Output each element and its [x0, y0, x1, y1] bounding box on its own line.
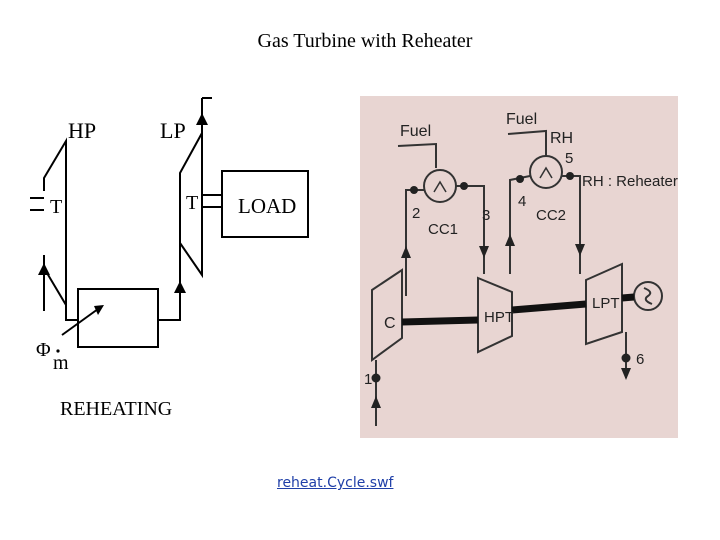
- hpt-label: HPT: [484, 309, 514, 326]
- hp-label: HP: [68, 118, 96, 143]
- cc2-label: CC2: [536, 207, 566, 224]
- cc1-outlet-line: [456, 185, 485, 274]
- state-4-label: 4: [518, 193, 526, 210]
- lp-t-label: T: [186, 192, 198, 214]
- arrow-to-hpt: [479, 246, 489, 258]
- load-label: LOAD: [238, 194, 296, 218]
- state-6-label: 6: [636, 351, 644, 368]
- state-3-label: 3: [482, 207, 490, 224]
- arrow-to-cc1: [401, 246, 411, 258]
- phi-label: Φ: [36, 339, 51, 361]
- lpt-label: LPT: [592, 295, 620, 312]
- hp-inlet-arrow: [38, 263, 50, 275]
- cc1-circle: [423, 169, 457, 203]
- shaft-c-hpt: [401, 316, 479, 326]
- lp-inlet-line: [158, 255, 181, 321]
- reheat-cycle-link[interactable]: reheat.Cycle.swf: [277, 475, 394, 491]
- exhaust-arrow: [621, 368, 631, 380]
- cc2-circle: [529, 155, 563, 189]
- cc1-label: CC1: [428, 221, 458, 238]
- lp-exhaust-arrow: [196, 113, 208, 125]
- compressor-label: C: [384, 315, 396, 332]
- state-6-dot: [621, 353, 631, 363]
- state-2-dot: [410, 186, 418, 194]
- state-5-label: 5: [565, 150, 573, 167]
- m-label: m: [53, 352, 69, 374]
- reheat-cycle-diagram: Fuel Fuel RH CC1 CC2 RH : Reheater C HPT…: [360, 96, 678, 438]
- arrow-to-cc2: [505, 234, 515, 246]
- lpt-shape: [585, 262, 623, 346]
- page-title: Gas Turbine with Reheater: [257, 30, 473, 52]
- arrow-to-lpt: [575, 244, 585, 256]
- hpt-shape: [477, 276, 513, 354]
- load-box: [221, 170, 309, 238]
- rh-note: RH : Reheater: [582, 173, 678, 190]
- state-2-label: 2: [412, 205, 420, 222]
- hp-turbine-shape: [43, 137, 67, 309]
- reheater-box: [77, 288, 159, 348]
- state-5-dot: [566, 172, 574, 180]
- state-1-dot: [371, 373, 381, 383]
- reheating-schematic: HP LP T T LOAD Φ m REHEATING: [0, 83, 336, 438]
- lp-label: LP: [160, 118, 186, 143]
- state-4-dot: [516, 175, 524, 183]
- rh-label: RH: [550, 130, 573, 147]
- fuel-line-2: [507, 129, 547, 156]
- shaft-hpt-lpt: [511, 300, 587, 314]
- compressor-shape: [371, 268, 403, 362]
- fuel-label-1: Fuel: [400, 123, 431, 140]
- shaft-lpt-gen: [621, 293, 635, 302]
- reheating-label: REHEATING: [60, 398, 172, 420]
- hp-outlet-line: [65, 305, 78, 321]
- inlet-arrow: [371, 396, 381, 408]
- hp-t-label: T: [50, 196, 62, 218]
- cc2-outlet-line: [562, 175, 581, 274]
- state-1-label: 1: [364, 371, 372, 388]
- fuel-line-1: [397, 142, 437, 168]
- state-3-dot: [460, 182, 468, 190]
- heat-input-arrow: [94, 305, 104, 315]
- generator-symbol: [643, 287, 653, 305]
- hpt-outlet-line: [509, 175, 531, 274]
- lp-inlet-arrow: [174, 281, 186, 293]
- fuel-label-2: Fuel: [506, 111, 537, 128]
- generator-circle: [633, 281, 663, 311]
